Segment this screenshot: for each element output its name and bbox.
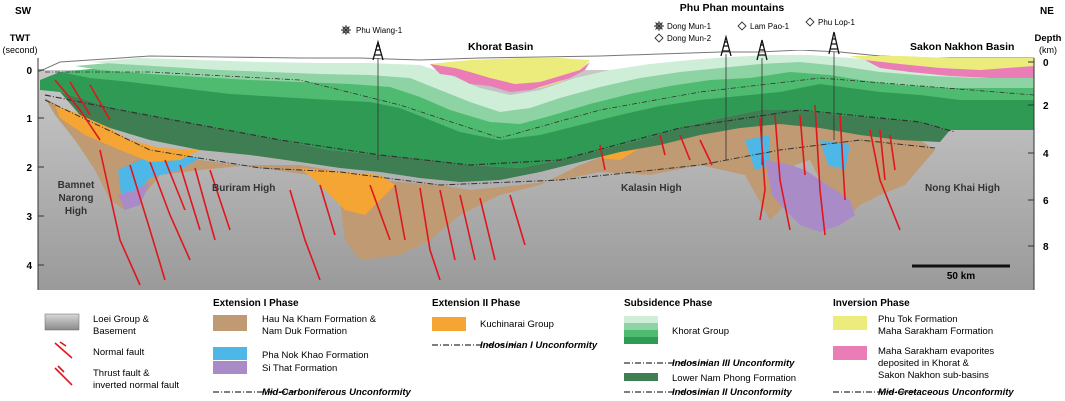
legend-haunakham-1: Hau Na Kham Formation &	[262, 314, 377, 325]
legend-ext2-title: Extension II Phase	[432, 298, 521, 309]
well-label-dong-mun-2: Dong Mun-2	[667, 34, 712, 43]
well-label-dong-mun-1: Dong Mun-1	[667, 22, 712, 31]
well-label-lam-pao: Lam Pao-1	[750, 22, 790, 31]
twt-unit: (second)	[2, 45, 37, 55]
well-label-phu-lop: Phu Lop-1	[818, 18, 855, 27]
bamnet-high-line3: High	[65, 206, 87, 217]
legend-ext1-title: Extension I Phase	[213, 298, 299, 309]
sithat-layer	[118, 182, 150, 210]
legend-loei-2: Basement	[93, 326, 136, 337]
depth-tick-2: 2	[1043, 101, 1049, 112]
twt-tick-1: 1	[26, 114, 32, 125]
legend-evap-1: Maha Sarakham evaporites	[878, 346, 994, 357]
sw-label: SW	[15, 6, 32, 17]
depth-tick-6: 6	[1043, 196, 1049, 207]
evaporite-layer	[865, 60, 1034, 78]
twt-tick-3: 3	[26, 212, 32, 223]
legend-normal-fault: Normal fault	[93, 347, 145, 358]
legend-phutok-2: Maha Sarakham Formation	[878, 326, 993, 337]
khorat-group-light	[75, 60, 1034, 124]
depth-unit: (km)	[1039, 45, 1057, 55]
legend-evap-3: Sakon Nakhon sub-basins	[878, 370, 989, 381]
legend-sithat: Si That Formation	[262, 363, 337, 374]
bamnet-high-line1: Bamnet	[58, 180, 95, 191]
twt-tick-2: 2	[26, 163, 32, 174]
depth-tick-0: 0	[1043, 58, 1049, 69]
twt-tick-4: 4	[26, 261, 32, 272]
bamnet-high-line2: Narong	[59, 193, 94, 204]
drill-rig-icon	[372, 31, 840, 61]
gas-well-icon	[654, 21, 664, 31]
dry-well-icon	[654, 33, 664, 43]
dry-well-icon	[805, 17, 815, 27]
legend-haunakham-2: Nam Duk Formation	[262, 326, 347, 337]
legend-kuchinarai: Kuchinarai Group	[480, 319, 554, 330]
legend-khorat-group: Khorat Group	[672, 326, 729, 337]
mountains-label: Phu Phan mountains	[680, 2, 785, 14]
dry-well-icon	[737, 21, 747, 31]
geologic-section	[38, 50, 1034, 290]
legend-thrust-1: Thrust fault &	[93, 368, 150, 379]
evaporite-layer	[430, 62, 590, 92]
legend-evap-2: deposited in Khorat &	[878, 358, 970, 369]
kalasin-high-label: Kalasin High	[621, 183, 682, 194]
haunakham-layer	[45, 98, 935, 260]
sakon-basin-label: Sakon Nakhon Basin	[910, 41, 1014, 53]
nongkhai-high-label: Nong Khai High	[925, 183, 1000, 194]
ne-label: NE	[1040, 6, 1054, 17]
lower-nam-phong-layer	[60, 92, 950, 182]
well-label-phu-wiang: Phu Wiang-1	[356, 26, 403, 35]
twt-title: TWT	[10, 33, 31, 44]
legend-phutok-1: Phu Tok Formation	[878, 314, 958, 325]
legend-lower-nam-phong: Lower Nam Phong Formation	[672, 373, 796, 384]
legend-phanokkhao: Pha Nok Khao Formation	[262, 350, 369, 361]
legend-inv-title: Inversion Phase	[833, 298, 910, 309]
legend-indo1: Indosinian I Unconformity	[480, 340, 598, 351]
buriram-high-label: Buriram High	[212, 183, 275, 194]
phutok-layer	[850, 56, 1034, 70]
legend-swatches	[44, 313, 920, 393]
depth-title: Depth	[1035, 33, 1062, 44]
legend-loei-1: Loei Group &	[93, 314, 150, 325]
sithat-layer	[765, 160, 855, 232]
depth-tick-4: 4	[1043, 149, 1049, 160]
legend-thrust-2: inverted normal fault	[93, 380, 179, 391]
legend-mid-cret: Mid-Cretaceous Unconformity	[878, 387, 1014, 398]
depth-tick-8: 8	[1043, 242, 1049, 253]
khorat-basin-label: Khorat Basin	[468, 41, 533, 53]
khorat-group-mid	[60, 68, 1034, 140]
legend-sub-title: Subsidence Phase	[624, 298, 713, 309]
legend-indo2: Indosinian II Unconformity	[672, 387, 793, 398]
twt-tick-0: 0	[26, 66, 32, 77]
khorat-group-pale	[90, 55, 1034, 112]
scale-label: 50 km	[947, 271, 975, 282]
gas-well-icon	[341, 25, 351, 35]
legend-indo3: Indosinian III Unconformity	[672, 358, 795, 369]
fault-lines	[54, 79, 901, 286]
legend-mid-carb: Mid-Carboniferous Unconformity	[262, 387, 412, 398]
kuchinarai-layer	[300, 168, 395, 215]
